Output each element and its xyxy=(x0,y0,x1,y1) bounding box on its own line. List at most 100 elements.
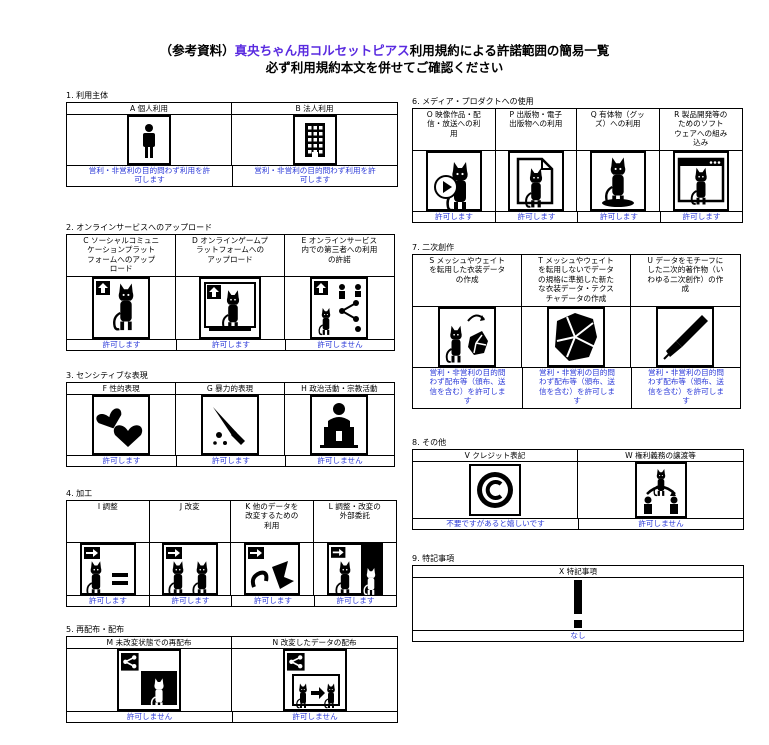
permission-answer: 営利・非営利の目的問 わず配布等（頒布、送 信を含む）を許可しま す xyxy=(412,367,522,409)
permission-label: R 製品開発等の ためのソフト ウェアへの組み 込み xyxy=(659,109,742,151)
permission-answer: 許可します xyxy=(660,211,743,223)
page-title: （参考資料）真央ちゃん用コルセットピアス利用規約による許諾範囲の簡易一覧 xyxy=(159,43,610,58)
permission-answer: 営利・非営利の目的問わず利用を許 可します xyxy=(66,165,232,187)
modify-icon xyxy=(150,543,231,595)
permission-answer: 営利・非営利の目的問 わず配布等（頒布、送 信を含む）を許可しま す xyxy=(522,367,631,409)
permission-answer: 許可します xyxy=(176,339,285,351)
permission-item: F 性的表現 xyxy=(67,383,177,455)
permission-answers: 許可します許可します許可します許可します xyxy=(66,595,397,607)
permission-item: W 権利義務の譲渡等 xyxy=(578,450,743,518)
permission-label: Q 有体物（グッ ズ）への利用 xyxy=(577,109,659,151)
permission-answers: 営利・非営利の目的問わず利用を許 可します営利・非営利の目的問わず利用を許 可し… xyxy=(66,165,398,187)
permission-grid: O 映像作品・配 信・放送への利 用 P 出版物・電子 出版物への利用 Q 有体… xyxy=(412,108,743,211)
permission-label: K 他のデータを 改変するための 利用 xyxy=(231,501,313,543)
permission-item: H 政治活動・宗教活動 xyxy=(284,383,394,455)
permission-answer: 許可します xyxy=(577,211,660,223)
video-play-icon xyxy=(413,151,495,211)
permission-item: J 改変 xyxy=(149,501,231,595)
permission-answer: 許可します xyxy=(66,339,176,351)
permission-item: U データをモチーフに した二次的著作物（い わゆる二次創作）の作 成 xyxy=(630,255,740,367)
permission-label: G 暴力的表現 xyxy=(176,383,284,395)
permission-label: D オンラインゲームプ ラットフォームへの アップロード xyxy=(176,235,284,277)
permission-label: J 改変 xyxy=(149,501,230,543)
permission-grid: S メッシュやウェイト を転用した衣装データ の作成 T メッシュやウェイト を… xyxy=(412,254,741,367)
section-online-upload: 2. オンラインサービスへのアップロード C ソーシャルコミュニ ケーションプラッ… xyxy=(66,222,395,351)
permission-item: E オンラインサービス 内での第三者への利用 の許諾 xyxy=(284,235,394,339)
section-title: 2. オンラインサービスへのアップロード xyxy=(66,223,213,232)
new-clothing-icon xyxy=(522,307,629,367)
section-title: 7. 二次創作 xyxy=(412,243,455,252)
permission-item: A 個人利用 xyxy=(67,103,232,165)
permission-answer: 許可します xyxy=(149,595,231,607)
share-original-icon xyxy=(67,649,231,711)
permission-answer: 許可しません xyxy=(578,518,744,530)
permission-item: L 調整・改変の 外部委託 xyxy=(313,501,396,595)
permission-answer: 許可します xyxy=(314,595,397,607)
upload-game-icon xyxy=(176,277,283,339)
permission-item: G 暴力的表現 xyxy=(176,383,285,455)
permission-answer: 許可します xyxy=(412,211,495,223)
permission-answer: 許可します xyxy=(66,595,149,607)
software-window-icon xyxy=(660,151,743,211)
permission-answers: 許可しません許可しません xyxy=(66,711,398,723)
section-title: 9. 特記事項 xyxy=(412,554,455,563)
upload-avatar-icon xyxy=(67,277,175,339)
permission-item: Q 有体物（グッ ズ）への利用 xyxy=(577,109,660,211)
permission-answer: 営利・非営利の目的問わず利用を許 可します xyxy=(232,165,398,187)
permission-answers: なし xyxy=(412,630,744,642)
permission-item: T メッシュやウェイト を転用しないでデータ の規格に準拠した新た な衣装データ… xyxy=(522,255,631,367)
permission-label: P 出版物・電子 出版物への利用 xyxy=(495,109,576,151)
transfer-rights-icon xyxy=(578,462,743,518)
person-icon xyxy=(67,115,231,165)
permission-item: X 特記事項 xyxy=(413,566,743,630)
section-special-notes: 9. 特記事項 X 特記事項なし xyxy=(412,553,744,642)
permission-label: S メッシュやウェイト を転用した衣装データ の作成 xyxy=(413,255,522,307)
permission-label: N 改変したデータの配布 xyxy=(232,637,397,649)
permission-item: B 法人利用 xyxy=(232,103,397,165)
permission-answers: 不要ですがあると嬉しいです許可しません xyxy=(412,518,744,530)
permission-answers: 許可します許可します許可します許可します xyxy=(412,211,743,223)
share-users-icon xyxy=(285,277,394,339)
permission-answer: 許可します xyxy=(231,595,314,607)
permission-item: N 改変したデータの配布 xyxy=(232,637,397,711)
permission-item: K 他のデータを 改変するための 利用 xyxy=(231,501,314,595)
permission-answer: 不要ですがあると嬉しいです xyxy=(412,518,578,530)
permission-answer: 営利・非営利の目的問 わず配布等（頒布、送 信を含む）を許可しま す xyxy=(631,367,741,409)
page-subtitle: 必ず利用規約本文を併せてご確認ください xyxy=(265,60,504,75)
permission-item: M 未改変状態での再配布 xyxy=(67,637,232,711)
permission-label: L 調整・改変の 外部委託 xyxy=(313,501,396,543)
permission-grid: I 調整 J 改変 K 他のデータを 改変するための 利用 L 調整・改変の 外… xyxy=(66,500,397,595)
permission-answers: 許可します許可します許可しません xyxy=(66,339,395,351)
permission-item: D オンラインゲームプ ラットフォームへの アップロード xyxy=(176,235,285,339)
permission-answers: 営利・非営利の目的問 わず配布等（頒布、送 信を含む）を許可しま す営利・非営利… xyxy=(412,367,741,409)
podium-speaker-icon xyxy=(285,395,394,455)
use-for-other-icon xyxy=(231,543,313,595)
pen-nib-icon xyxy=(631,307,740,367)
permission-item: S メッシュやウェイト を転用した衣装データ の作成 xyxy=(413,255,523,367)
permission-item: P 出版物・電子 出版物への利用 xyxy=(495,109,577,211)
product-name: 真央ちゃん用コルセットピアス xyxy=(234,43,410,58)
permission-item: O 映像作品・配 信・放送への利 用 xyxy=(413,109,496,211)
permission-label: A 個人利用 xyxy=(67,103,231,115)
section-processing: 4. 加工 I 調整 J 改変 K 他のデータを 改変するための 利用 L 調整・… xyxy=(66,488,397,607)
permission-answer: 許可しません xyxy=(285,339,395,351)
permission-answer: 許可しません xyxy=(232,711,398,723)
permission-label: O 映像作品・配 信・放送への利 用 xyxy=(413,109,495,151)
permission-item: V クレジット表記 xyxy=(413,450,578,518)
section-title: 8. その他 xyxy=(412,438,447,447)
mesh-reuse-icon xyxy=(413,307,521,367)
share-modified-icon xyxy=(232,649,397,711)
permission-answer: なし xyxy=(412,630,744,642)
permission-label: T メッシュやウェイト を転用しないでデータ の規格に準拠した新た な衣装データ… xyxy=(522,255,630,307)
section-title: 4. 加工 xyxy=(66,489,93,498)
permission-label: X 特記事項 xyxy=(413,566,743,578)
adjust-icon xyxy=(67,543,149,595)
copyright-icon xyxy=(413,462,577,518)
permission-item: C ソーシャルコミュニ ケーションプラット フォームへのアップ ロード xyxy=(67,235,177,339)
